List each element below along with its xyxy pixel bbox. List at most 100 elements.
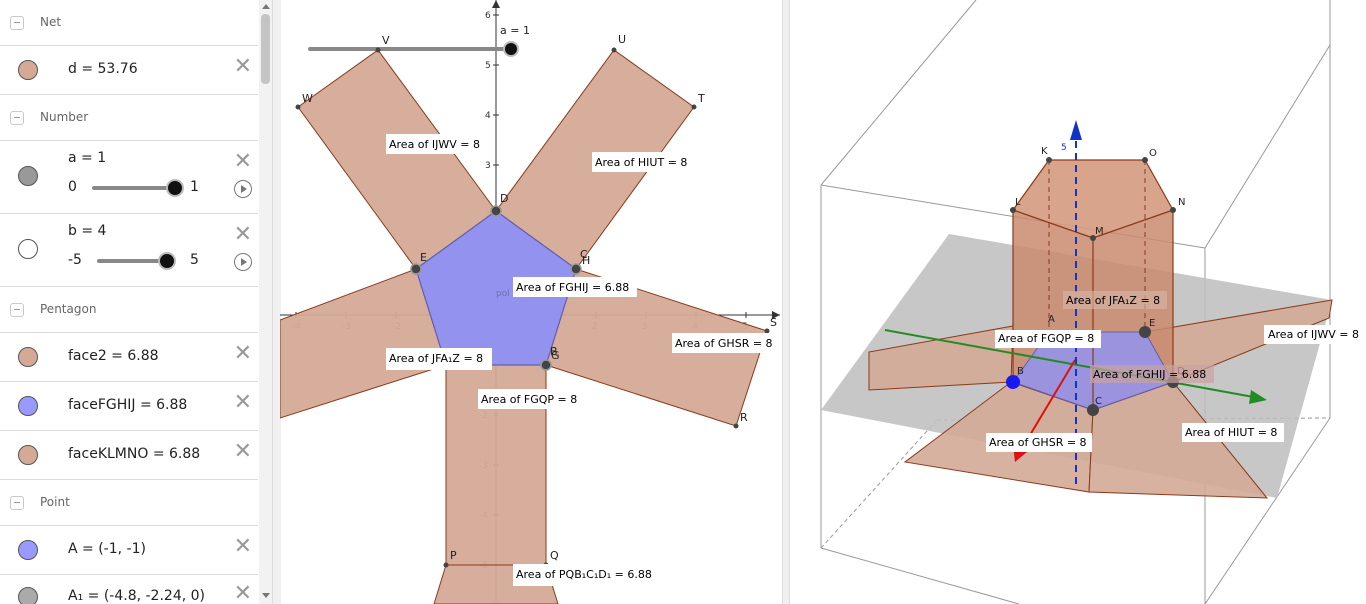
area-label-bg: [1264, 325, 1364, 344]
point-c-3d[interactable]: [1087, 404, 1099, 416]
item-definition[interactable]: b = 4: [68, 223, 107, 239]
area-label-bg: [986, 433, 1092, 452]
area-label-bg: [1063, 291, 1167, 309]
visibility-toggle[interactable]: [18, 347, 38, 367]
area-label-ghsr: Area of GHSR = 8: [675, 337, 773, 350]
label-k-3d: K: [1041, 146, 1048, 157]
delete-icon[interactable]: ✕: [233, 222, 252, 247]
point-v[interactable]: [375, 47, 381, 53]
play-icon[interactable]: [234, 253, 252, 271]
z-axis-tick: 5: [1061, 143, 1067, 153]
play-icon[interactable]: [234, 180, 252, 198]
label-r: R: [740, 411, 748, 424]
algebra-item-A1[interactable]: A₁ = (-4.8, -2.24, 0) ✕: [0, 575, 258, 604]
view-divider[interactable]: [272, 0, 281, 604]
face-fghij[interactable]: [415, 210, 577, 366]
face-jfa1z[interactable]: [280, 268, 447, 419]
scroll-down-icon[interactable]: [262, 593, 270, 598]
point-r[interactable]: [733, 423, 739, 429]
area-label-hiut: Area of HIUT = 8: [595, 156, 687, 169]
label-p: P: [450, 549, 457, 562]
point-n-3d[interactable]: [1170, 207, 1176, 213]
visibility-toggle[interactable]: [18, 445, 38, 465]
face-klmno-3d[interactable]: [1012, 159, 1174, 239]
y-tick-label: 4: [485, 111, 491, 121]
algebra-item-b[interactable]: b = 4 ✕ -5 5: [0, 214, 258, 287]
collapse-toggle-point[interactable]: [10, 496, 24, 510]
label-d: D: [500, 192, 508, 205]
algebra-item-A[interactable]: A = (-1, -1) ✕: [0, 526, 258, 575]
point-o-3d[interactable]: [1142, 157, 1148, 163]
point-t[interactable]: [691, 104, 697, 110]
delete-icon[interactable]: ✕: [233, 581, 252, 604]
area-label-pqb1c1d1: Area of PQB₁C₁D₁ = 6.88: [516, 568, 652, 581]
point-s[interactable]: [764, 328, 770, 334]
graphics-view-3d[interactable]: 5 K O L N M A D B C E Area of: [789, 0, 1366, 604]
point-e[interactable]: [410, 263, 422, 275]
area-label-bg: [1182, 423, 1284, 442]
algebra-item-faceFGHIJ[interactable]: faceFGHIJ = 6.88 ✕: [0, 382, 258, 431]
item-definition[interactable]: a = 1: [68, 150, 107, 166]
delete-icon[interactable]: ✕: [233, 439, 252, 464]
label-o-3d: O: [1149, 148, 1157, 159]
visibility-toggle[interactable]: [18, 396, 38, 416]
point-k-3d[interactable]: [1046, 157, 1052, 163]
item-definition[interactable]: A₁ = (-4.8, -2.24, 0): [68, 588, 205, 604]
item-definition[interactable]: A = (-1, -1): [68, 541, 146, 557]
collapse-toggle-pentagon[interactable]: [10, 303, 24, 317]
scrollbar-thumb[interactable]: [261, 14, 270, 84]
delete-icon[interactable]: ✕: [233, 534, 252, 559]
item-definition[interactable]: face2 = 6.88: [68, 348, 159, 364]
delete-icon[interactable]: ✕: [233, 341, 252, 366]
delete-icon[interactable]: ✕: [233, 54, 252, 79]
point-a-3d[interactable]: [1006, 375, 1020, 389]
algebra-scrollbar[interactable]: [259, 0, 272, 604]
graphics-2d-canvas[interactable]: -4-3-2-1012345 654321-1-2-3-4-5 a = 1: [280, 0, 782, 604]
point-d[interactable]: [490, 205, 502, 217]
item-definition[interactable]: faceKLMNO = 6.88: [68, 446, 201, 462]
delete-icon[interactable]: ✕: [233, 149, 252, 174]
algebra-item-face2[interactable]: face2 = 6.88 ✕: [0, 333, 258, 382]
graphics-3d-canvas[interactable]: 5 K O L N M A D B C E Area of: [789, 0, 1366, 604]
algebra-item-d[interactable]: d = 53.76 ✕: [0, 46, 258, 95]
category-label: Number: [40, 110, 89, 124]
label-l-3d: L: [1015, 197, 1021, 208]
delete-icon[interactable]: ✕: [233, 390, 252, 415]
slider-b-track[interactable]: [97, 259, 169, 263]
collapse-toggle-net[interactable]: [10, 16, 24, 30]
y-tick-label: 6: [485, 11, 491, 21]
point-p[interactable]: [443, 562, 449, 568]
category-net: Net: [0, 0, 258, 46]
point-b[interactable]: [540, 359, 552, 371]
visibility-toggle[interactable]: [18, 166, 38, 186]
slider-a-handle[interactable]: [166, 179, 184, 197]
item-definition[interactable]: faceFGHIJ = 6.88: [68, 397, 188, 413]
category-pentagon: Pentagon: [0, 287, 258, 333]
scroll-up-icon[interactable]: [262, 4, 270, 9]
slider-min: 0: [68, 179, 77, 195]
point-m-3d[interactable]: [1090, 235, 1096, 241]
collapse-toggle-number[interactable]: [10, 111, 24, 125]
point-c[interactable]: [570, 263, 582, 275]
point-u[interactable]: [611, 47, 617, 53]
slider-a-track[interactable]: [92, 186, 176, 190]
item-definition[interactable]: d = 53.76: [68, 61, 138, 77]
view-divider[interactable]: [782, 0, 790, 604]
label-u: U: [618, 33, 626, 46]
graphics-view-2d[interactable]: -4-3-2-1012345 654321-1-2-3-4-5 a = 1: [280, 0, 782, 604]
slider-b-handle[interactable]: [158, 252, 176, 270]
algebra-item-a[interactable]: a = 1 ✕ 0 1: [0, 141, 258, 214]
point-e-3d[interactable]: [1139, 326, 1151, 338]
visibility-toggle[interactable]: [18, 587, 38, 604]
algebra-item-faceKLMNO[interactable]: faceKLMNO = 6.88 ✕: [0, 431, 258, 480]
visibility-toggle[interactable]: [18, 540, 38, 560]
slider-a-point[interactable]: [503, 41, 519, 57]
slider-max: 5: [190, 252, 199, 268]
point-w[interactable]: [295, 104, 301, 110]
visibility-toggle[interactable]: [18, 60, 38, 80]
visibility-toggle[interactable]: [18, 239, 38, 259]
point-l-3d[interactable]: [1010, 207, 1016, 213]
area-label-bg: [672, 333, 778, 353]
label-s: S: [770, 316, 777, 329]
y-axis-arrow-icon: [492, 0, 500, 8]
